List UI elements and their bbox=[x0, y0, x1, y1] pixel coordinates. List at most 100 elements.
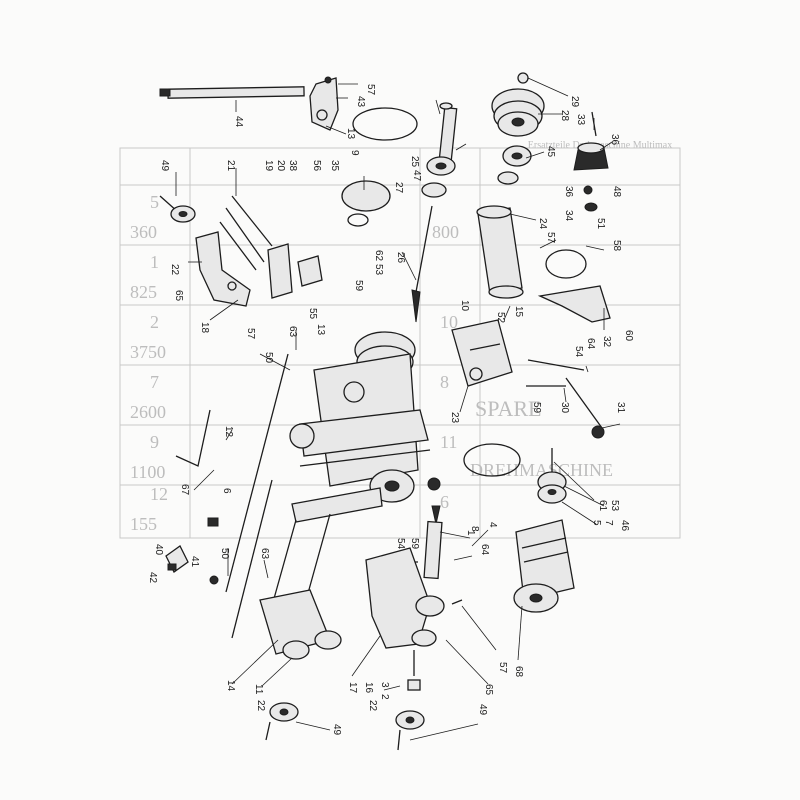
callout-15: 15 bbox=[513, 306, 524, 318]
part-59-screw bbox=[527, 359, 585, 371]
callout-48: 48 bbox=[611, 186, 622, 198]
callout-22: 22 bbox=[169, 264, 180, 276]
callout-27: 27 bbox=[393, 182, 404, 194]
part-57-clamp bbox=[537, 249, 611, 323]
callout-63: 63 bbox=[287, 326, 298, 338]
part-50-nut bbox=[209, 575, 219, 585]
part-63-rod bbox=[231, 479, 273, 639]
callout-59: 59 bbox=[353, 280, 364, 292]
callout-56: 56 bbox=[311, 160, 322, 172]
callout-68: 68 bbox=[513, 666, 524, 678]
part-34-nut bbox=[584, 202, 598, 212]
bleed-num-12: 9 bbox=[150, 432, 159, 452]
callout-13: 13 bbox=[345, 128, 356, 140]
callout-51: 51 bbox=[595, 218, 606, 230]
part-46-belt-ring bbox=[463, 443, 521, 477]
callout-9: 9 bbox=[349, 150, 360, 156]
callout-50b: 50 bbox=[219, 548, 230, 560]
callout-34: 34 bbox=[563, 210, 574, 222]
callout-2: 2 bbox=[379, 694, 390, 700]
part-5-pulley bbox=[537, 448, 567, 504]
callout-52: 52 bbox=[495, 312, 506, 324]
callout-36b: 36 bbox=[563, 186, 574, 198]
part-45-bearing bbox=[497, 145, 532, 185]
bleed-through-table: Ersatzteile Drehmaschine Multimax SPARE … bbox=[119, 140, 681, 539]
part-25-pin bbox=[438, 102, 458, 162]
callout-21: 21 bbox=[225, 160, 236, 172]
callout-50: 50 bbox=[263, 352, 274, 364]
part-9-belt-ring bbox=[352, 107, 418, 141]
callout-4: 4 bbox=[487, 522, 498, 528]
part-16-screw-set bbox=[407, 650, 421, 691]
part-24-sleeve bbox=[476, 205, 524, 299]
bleed-num-13: 10 bbox=[440, 312, 458, 332]
callout-58: 58 bbox=[611, 240, 622, 252]
callout-57c: 57 bbox=[245, 328, 256, 340]
callout-labels: 44 57 43 13 9 25 47 29 28 33 36 49 21 19… bbox=[147, 84, 634, 736]
callout-23: 23 bbox=[449, 412, 460, 424]
callout-32: 32 bbox=[601, 336, 612, 348]
bleed-table-frame bbox=[119, 147, 681, 539]
bleed-num-8: 7 bbox=[150, 372, 159, 392]
part-22-handwheel-right bbox=[395, 710, 425, 751]
bleed-num-6: 800 bbox=[432, 222, 459, 242]
callout-11: 11 bbox=[253, 684, 264, 695]
callout-62: 62 bbox=[373, 250, 384, 262]
callout-53: 53 bbox=[373, 264, 384, 276]
part-27-washer bbox=[421, 182, 447, 198]
callout-1: 1 bbox=[465, 530, 476, 536]
part-31-lever bbox=[565, 377, 605, 439]
callout-12: 12 bbox=[223, 426, 234, 438]
callout-5: 5 bbox=[591, 520, 602, 526]
callout-53b: 53 bbox=[609, 500, 620, 512]
callout-64b: 64 bbox=[479, 544, 490, 556]
callout-47: 47 bbox=[411, 170, 422, 182]
bleed-num-5: 155 bbox=[130, 514, 157, 534]
callout-14: 14 bbox=[225, 680, 236, 692]
callout-26: 26 bbox=[395, 252, 406, 264]
callout-38: 38 bbox=[287, 160, 298, 172]
part-18-bracket bbox=[195, 231, 251, 307]
callout-41: 41 bbox=[189, 556, 200, 568]
callout-6: 6 bbox=[221, 488, 232, 494]
callout-45: 45 bbox=[545, 146, 556, 158]
callout-42: 42 bbox=[147, 572, 158, 584]
bleed-word-1: DREHMASCHINE bbox=[470, 460, 613, 480]
callout-59b: 59 bbox=[531, 402, 542, 414]
callout-44: 44 bbox=[233, 116, 244, 128]
callout-61: 61 bbox=[597, 500, 608, 512]
callout-29: 29 bbox=[569, 96, 580, 108]
bleed-num-15: 6 bbox=[440, 492, 449, 512]
callout-7: 7 bbox=[603, 520, 614, 526]
callout-54: 54 bbox=[573, 346, 584, 358]
callout-40: 40 bbox=[153, 544, 164, 556]
part-6-nut bbox=[207, 517, 219, 527]
part-21-rods bbox=[219, 195, 273, 271]
callout-49b: 49 bbox=[331, 724, 342, 736]
callout-18: 18 bbox=[199, 322, 210, 334]
callout-65: 65 bbox=[173, 290, 184, 302]
callout-54b: 54 bbox=[395, 538, 406, 550]
part-38-block bbox=[267, 243, 323, 299]
bleed-word-0: SPARE bbox=[475, 396, 541, 421]
callout-57d: 57 bbox=[497, 662, 508, 674]
part-67-hex-key bbox=[175, 409, 211, 467]
part-12-lead-screw bbox=[225, 353, 289, 593]
lathe-bed bbox=[259, 487, 383, 660]
callout-16: 16 bbox=[363, 682, 374, 694]
bleed-num-10: 1 bbox=[150, 252, 159, 272]
callout-60: 60 bbox=[623, 330, 634, 342]
callout-24: 24 bbox=[537, 218, 548, 230]
bleed-num-1: 825 bbox=[130, 282, 157, 302]
callout-43: 43 bbox=[355, 96, 366, 108]
callout-49: 49 bbox=[159, 160, 170, 172]
callout-59c: 59 bbox=[409, 538, 420, 550]
part-36-nut bbox=[583, 185, 593, 195]
part-10-block bbox=[451, 319, 513, 387]
callout-8: 8 bbox=[469, 526, 480, 532]
part-43-bracket bbox=[309, 76, 339, 131]
callout-13b: 13 bbox=[315, 324, 326, 336]
bleed-num-14: 11 bbox=[440, 432, 457, 452]
callout-67: 67 bbox=[179, 484, 190, 496]
